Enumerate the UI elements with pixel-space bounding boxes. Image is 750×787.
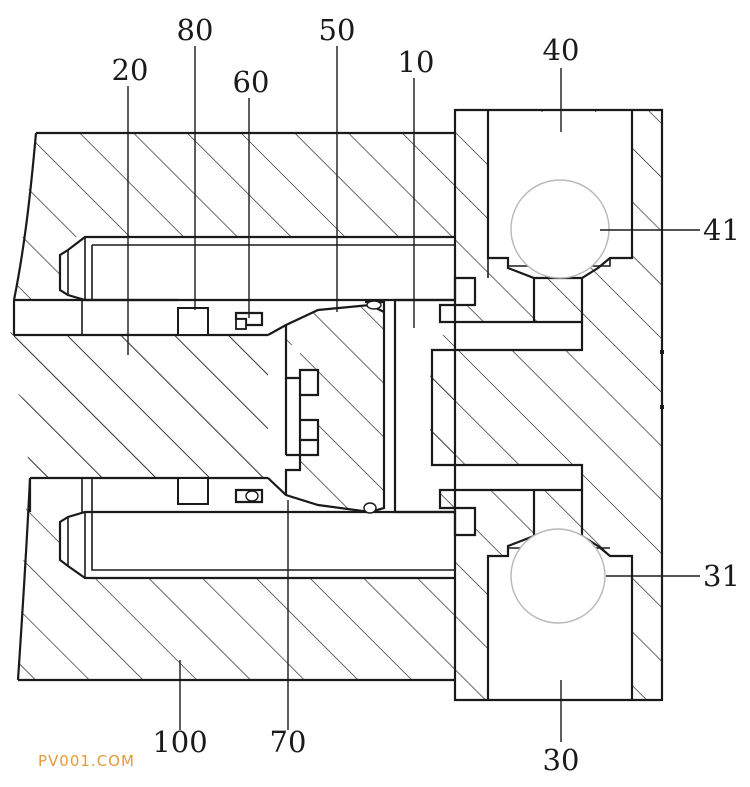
label-30: 30 [543,743,580,777]
label-41: 41 [703,213,740,247]
label-40: 40 [543,33,580,67]
label-100: 100 [152,725,207,759]
shaft-20 [12,298,268,512]
label-20: 20 [112,53,149,87]
ball-41 [510,179,610,279]
label-31: 31 [703,559,740,593]
lower-bore [58,510,455,580]
label-80: 80 [177,13,214,47]
ball-31 [510,528,606,624]
label-60: 60 [233,65,270,99]
leader-lines [127,46,700,742]
watermark: PV001.COM [38,752,135,770]
label-70: 70 [270,725,307,759]
valve-core-50 [267,300,386,514]
seal-80 [177,307,209,505]
label-50: 50 [319,13,356,47]
label-10: 10 [398,45,435,79]
seal-60 [234,311,264,504]
